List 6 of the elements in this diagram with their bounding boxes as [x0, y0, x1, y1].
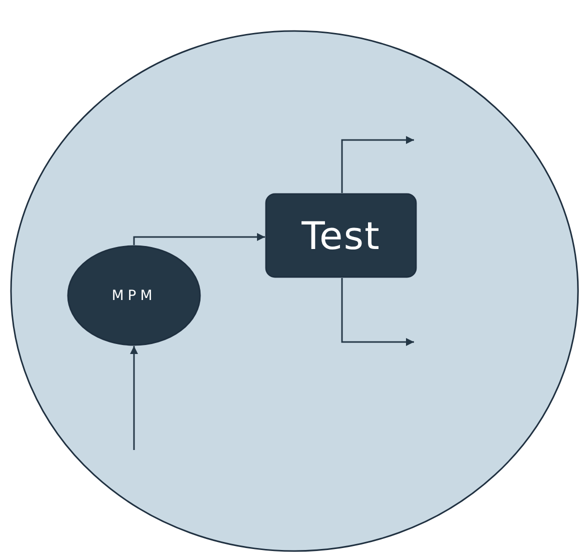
node-label: Test: [302, 214, 380, 258]
arrow: [130, 346, 138, 450]
arrow: [133, 233, 265, 245]
arrow: [341, 278, 414, 346]
node-label: MPM: [112, 288, 156, 304]
arrow: [341, 136, 414, 193]
